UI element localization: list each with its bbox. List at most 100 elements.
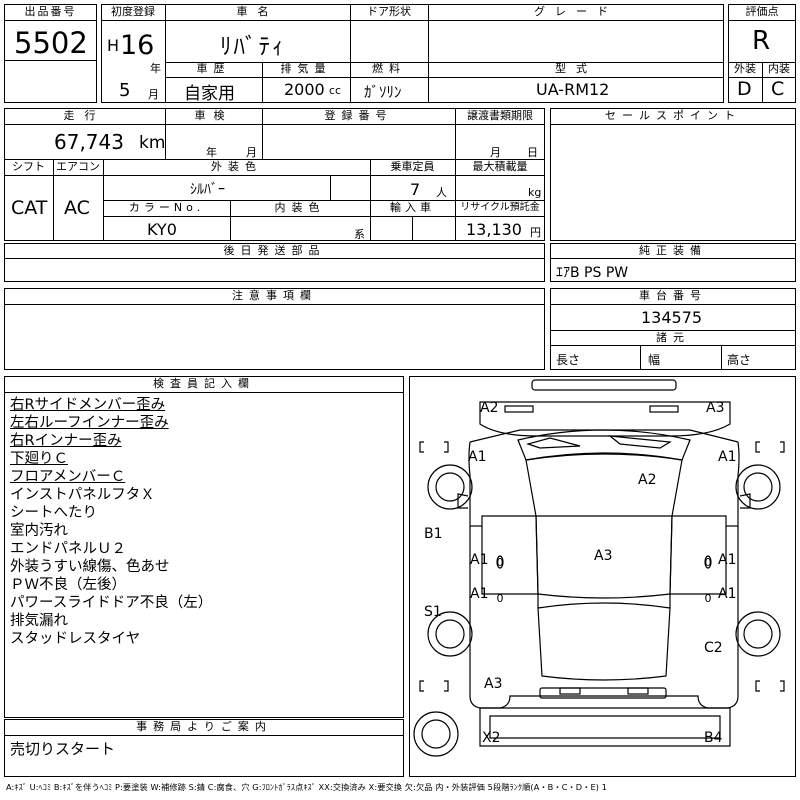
damage-mark-door-zero-1: 0 — [497, 556, 504, 569]
rear-outline — [479, 707, 731, 747]
inspector-note: 右Rインナー歪み — [10, 433, 122, 449]
genuine-equipment: ｴｱB PS PW — [556, 265, 629, 281]
model-header: 型式 — [555, 62, 597, 75]
score-header: 評価点 — [745, 5, 779, 18]
inspector-note: 左右ルーフインナー歪み — [10, 415, 169, 431]
inspector-notes-list: 右Rサイドメンバー歪み左右ルーフインナー歪み右Rインナー歪み下廻りＣ フロアメンバ… — [10, 396, 400, 648]
inspector-note: エンドパネルＵ２ — [10, 541, 126, 557]
damage-mark-hood: A2 — [638, 472, 656, 488]
damage-mark-roof: A3 — [594, 548, 612, 564]
car-name: ﾘﾊﾞﾃｨ — [220, 34, 286, 60]
car-name-header: 車名 — [236, 5, 279, 18]
rear-bumper-shape — [539, 687, 667, 699]
damage-mark-rear-bumper-left: X2 — [482, 730, 501, 746]
color-no: KY0 — [147, 220, 177, 239]
damage-mark-rear-bumper-right: B4 — [704, 730, 723, 746]
damage-mark-left-pillar: B1 — [424, 526, 443, 542]
fuel: ｶﾞｿﾘﾝ — [364, 83, 402, 101]
damage-mark-rear-left: A3 — [484, 676, 502, 692]
grade-header: グレード — [534, 5, 618, 18]
inspector-note: フロアメンバーＣ — [10, 469, 126, 485]
lot-number-header: 出品番号 — [24, 5, 77, 18]
interior-header: 内装 — [768, 62, 790, 75]
notes-box — [4, 288, 545, 370]
registration-month: 5 — [119, 80, 131, 101]
notes-header: 注意事項欄 — [232, 289, 317, 302]
transfer-deadline-header: 譲渡書類期限 — [467, 109, 533, 122]
model: UA-RM12 — [536, 80, 610, 99]
max-load-unit: kg — [528, 186, 542, 199]
color-no-header: カラーNo. — [128, 201, 205, 214]
ext-color-header: 外装色 — [211, 160, 262, 173]
capacity: 7 — [410, 180, 421, 199]
damage-mark-right-fender: A1 — [718, 449, 736, 465]
damage-mark-left-front-door: A1 — [470, 552, 488, 568]
damage-mark-right-rear-quarter: C2 — [704, 640, 723, 656]
inspector-note: インストパネルフタＸ — [10, 487, 155, 503]
genuine-equipment-header: 純正装備 — [639, 244, 707, 257]
inspector-note: 室内汚れ — [10, 523, 68, 539]
wheel-rear-left — [427, 611, 473, 657]
capacity-unit: 人 — [436, 186, 447, 199]
sales-points-header: セールスポイント — [605, 109, 741, 122]
fuel-header: 燃料 — [372, 62, 406, 75]
legend: A:ｷｽﾞ U:ﾍｺﾐ B:ｷｽﾞを伴うﾍｺﾐ P:要塗装 W:補修跡 S:錆 … — [6, 782, 608, 792]
shaken-header: 車検 — [194, 109, 233, 122]
damage-mark-right-rear-door: A1 — [718, 586, 736, 602]
inspector-note: 下廻りＣ — [10, 451, 68, 467]
inspector-note: シートへたり — [10, 505, 97, 521]
shift-header: シフト — [12, 160, 45, 173]
shaken-month-unit: 月 — [246, 146, 257, 159]
inspector-note: 外装うすい線傷、色あせ — [10, 559, 170, 575]
wheel-front-left — [427, 464, 473, 510]
history-header: 車歴 — [196, 62, 231, 75]
first-registration-header: 初度登録 — [111, 5, 155, 18]
reg-number-header: 登録番号 — [324, 109, 393, 122]
inspector-note: 右Rサイドメンバー歪み — [10, 397, 166, 413]
exterior-score: D — [737, 78, 752, 100]
int-color-header: 内装色 — [274, 201, 326, 214]
spare-wheel — [413, 711, 459, 757]
car-diagram-frame — [409, 376, 796, 777]
chassis-number: 134575 — [641, 308, 703, 327]
spec-width: 幅 — [648, 353, 661, 367]
inspector-note: ＰＷ不良（左後） — [10, 577, 126, 593]
wheel-rear-right — [735, 611, 781, 657]
office-note: 売切りスタート — [10, 740, 116, 758]
recycle-fee-unit: 円 — [530, 226, 541, 239]
front-bumper-shape — [531, 379, 677, 391]
lot-number-cell — [4, 4, 97, 103]
door-type-header: ドア形状 — [367, 5, 411, 18]
genuine-equipment-box — [550, 243, 796, 282]
displacement: 2000 — [284, 80, 325, 99]
wheel-front-right — [735, 464, 781, 510]
month-unit: 月 — [148, 88, 159, 101]
mileage-unit: km — [139, 133, 166, 153]
interior-color-unit: 系 — [354, 228, 365, 241]
main-info-block — [101, 4, 724, 103]
exterior-header: 外装 — [734, 62, 756, 75]
chassis-header: 車台番号 — [639, 289, 707, 302]
inspector-note: 排気漏れ — [10, 613, 68, 629]
shift: CAT — [11, 197, 48, 219]
transfer-month-unit: 月 — [490, 146, 501, 159]
spec-height: 高さ — [727, 353, 752, 367]
damage-mark-door-zero-4: 0 — [705, 592, 712, 605]
exterior-color: ｼﾙﾊﾞｰ — [190, 182, 225, 198]
recycle-fee: 13,130 — [466, 220, 522, 239]
office-header: 事務局よりご案内 — [136, 720, 272, 733]
capacity-header: 乗車定員 — [390, 160, 435, 173]
roof-outline — [525, 453, 683, 599]
later-parts-box — [4, 243, 545, 282]
rear-window — [537, 602, 671, 681]
damage-mark-left-rear-door: A1 — [470, 586, 488, 602]
office-box — [4, 719, 404, 777]
damage-mark-left-sill: S1 — [424, 604, 442, 620]
body-outline — [468, 441, 740, 709]
import-header: 輸入車 — [390, 201, 435, 214]
inspector-note: スタッドレスタイヤ — [10, 631, 141, 647]
recycle-header: リサイクル預託金 — [460, 202, 540, 213]
damage-mark-right-front-door: A1 — [718, 552, 736, 568]
max-load-header: 最大積載量 — [472, 160, 528, 173]
inspector-note: パワースライドドア不良（左） — [10, 595, 213, 611]
